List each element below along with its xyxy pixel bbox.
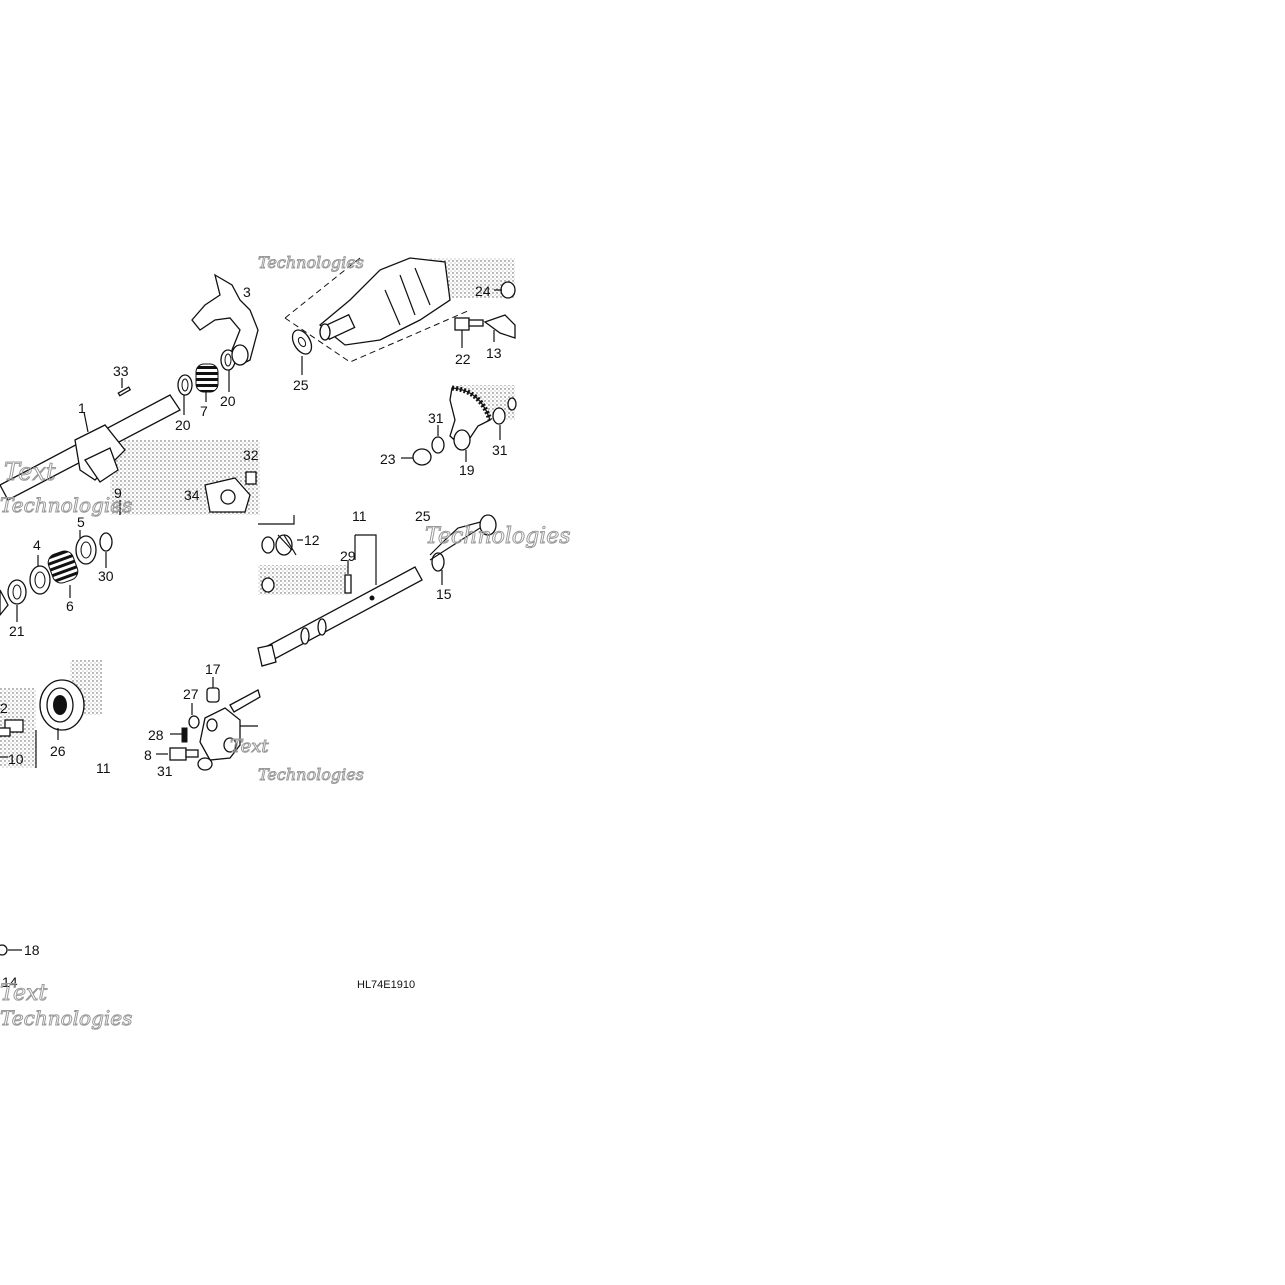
gearshift-spindle [257,566,423,667]
shift-arm [199,689,261,761]
callout-31: 31 [428,410,444,426]
callout-12: 12 [304,532,320,548]
callout-3: 3 [243,284,251,300]
washer [492,407,506,425]
callout-20: 20 [175,417,191,433]
watermark-text: Technologies [0,493,132,517]
watermark-text: Text [0,981,47,1006]
diagram-code: HL74E1910 [357,979,415,991]
callout-32: 32 [243,447,259,463]
callout-31: 31 [492,442,508,458]
washer [431,436,445,454]
callout-19: 19 [459,462,475,478]
pin [181,727,188,743]
stopper-roller [500,281,516,299]
spring [195,363,219,393]
callout-20: 20 [220,393,236,409]
washer [261,577,275,593]
washer [507,397,517,411]
bolt [0,719,24,737]
callout-30: 29 [340,548,356,564]
torsion-spring [429,519,489,572]
watermark-text: Text [4,458,56,486]
shift-fork [191,273,259,366]
bolt [169,747,199,761]
shift-drum [318,257,451,346]
part-edge [0,589,9,617]
callout-13: 13 [486,345,502,361]
watermark-text: Technologies [258,253,364,272]
callout-21: 21 [9,623,25,639]
callout-17: 17 [205,661,221,677]
panel-shift-arm: 17 27 28 8 31 Text Technologies [144,661,364,785]
watermark-text: Technologies [425,524,571,549]
callout-11: 11 [352,508,367,524]
panel-gearshift-spindle: 12 29 11 15 25 Technologies [257,508,571,667]
callout-14: 14 [2,974,18,990]
callout-26: 25 [293,377,309,393]
watermark-text: Technologies [258,765,364,784]
watermark-text: Technologies [0,1006,132,1030]
collar [479,514,497,536]
panel-spring-set: 4 5 6 21 30 [0,514,114,639]
panel-shift-fork-shaft: 1 3 33 20 7 20 9 34 32 Text Technologies [0,273,260,518]
pin [117,386,132,397]
washer [188,715,200,729]
pin [344,574,352,594]
washer [197,757,213,771]
watermark-text: Text [230,736,269,757]
callout-7: 6 [66,598,74,614]
shift-fork-shaft [0,394,181,501]
o-ring [0,944,8,956]
callout-31: 30 [98,568,114,584]
callout-2: 2 [0,700,8,716]
bearing [39,679,85,731]
callout-10: 10 [8,751,24,767]
callout-33: 33 [113,363,129,379]
callout-9: 9 [114,485,122,501]
spring [47,550,79,584]
panel-shift-drum: 25 22 13 24 31 23 19 31 Technologies [258,253,517,478]
callout-28: 27 [183,686,199,702]
bolt [454,317,484,331]
bolt [245,471,257,485]
callout-4: 4 [33,537,41,553]
washer [99,532,113,552]
callout-25: 25 [415,508,431,524]
washer [412,448,432,466]
callout-6: 7 [200,403,208,419]
callout-22: 22 [455,351,471,367]
collar [206,687,220,703]
callout-24: 24 [475,283,491,299]
callout-11: 11 [96,760,111,776]
panel-bearing: 26 10 2 11 [0,660,111,776]
callout-23: 23 [380,451,396,467]
shift-plate [449,385,493,451]
callout-15: 15 [436,586,452,602]
callout-18: 18 [24,942,40,958]
stopper-arm [483,314,516,339]
panel-bottom: 18 14 Text Technologies HL74E1910 [0,942,415,1031]
callout-1: 1 [78,400,86,416]
return-spring [261,534,297,556]
callout-25: 31 [157,763,173,779]
callout-34: 34 [184,487,200,503]
callout-27: 26 [50,743,66,759]
callout-8: 8 [144,747,152,763]
housing-cover [204,477,251,513]
callout-29: 28 [148,727,164,743]
callout-5: 5 [77,514,85,530]
